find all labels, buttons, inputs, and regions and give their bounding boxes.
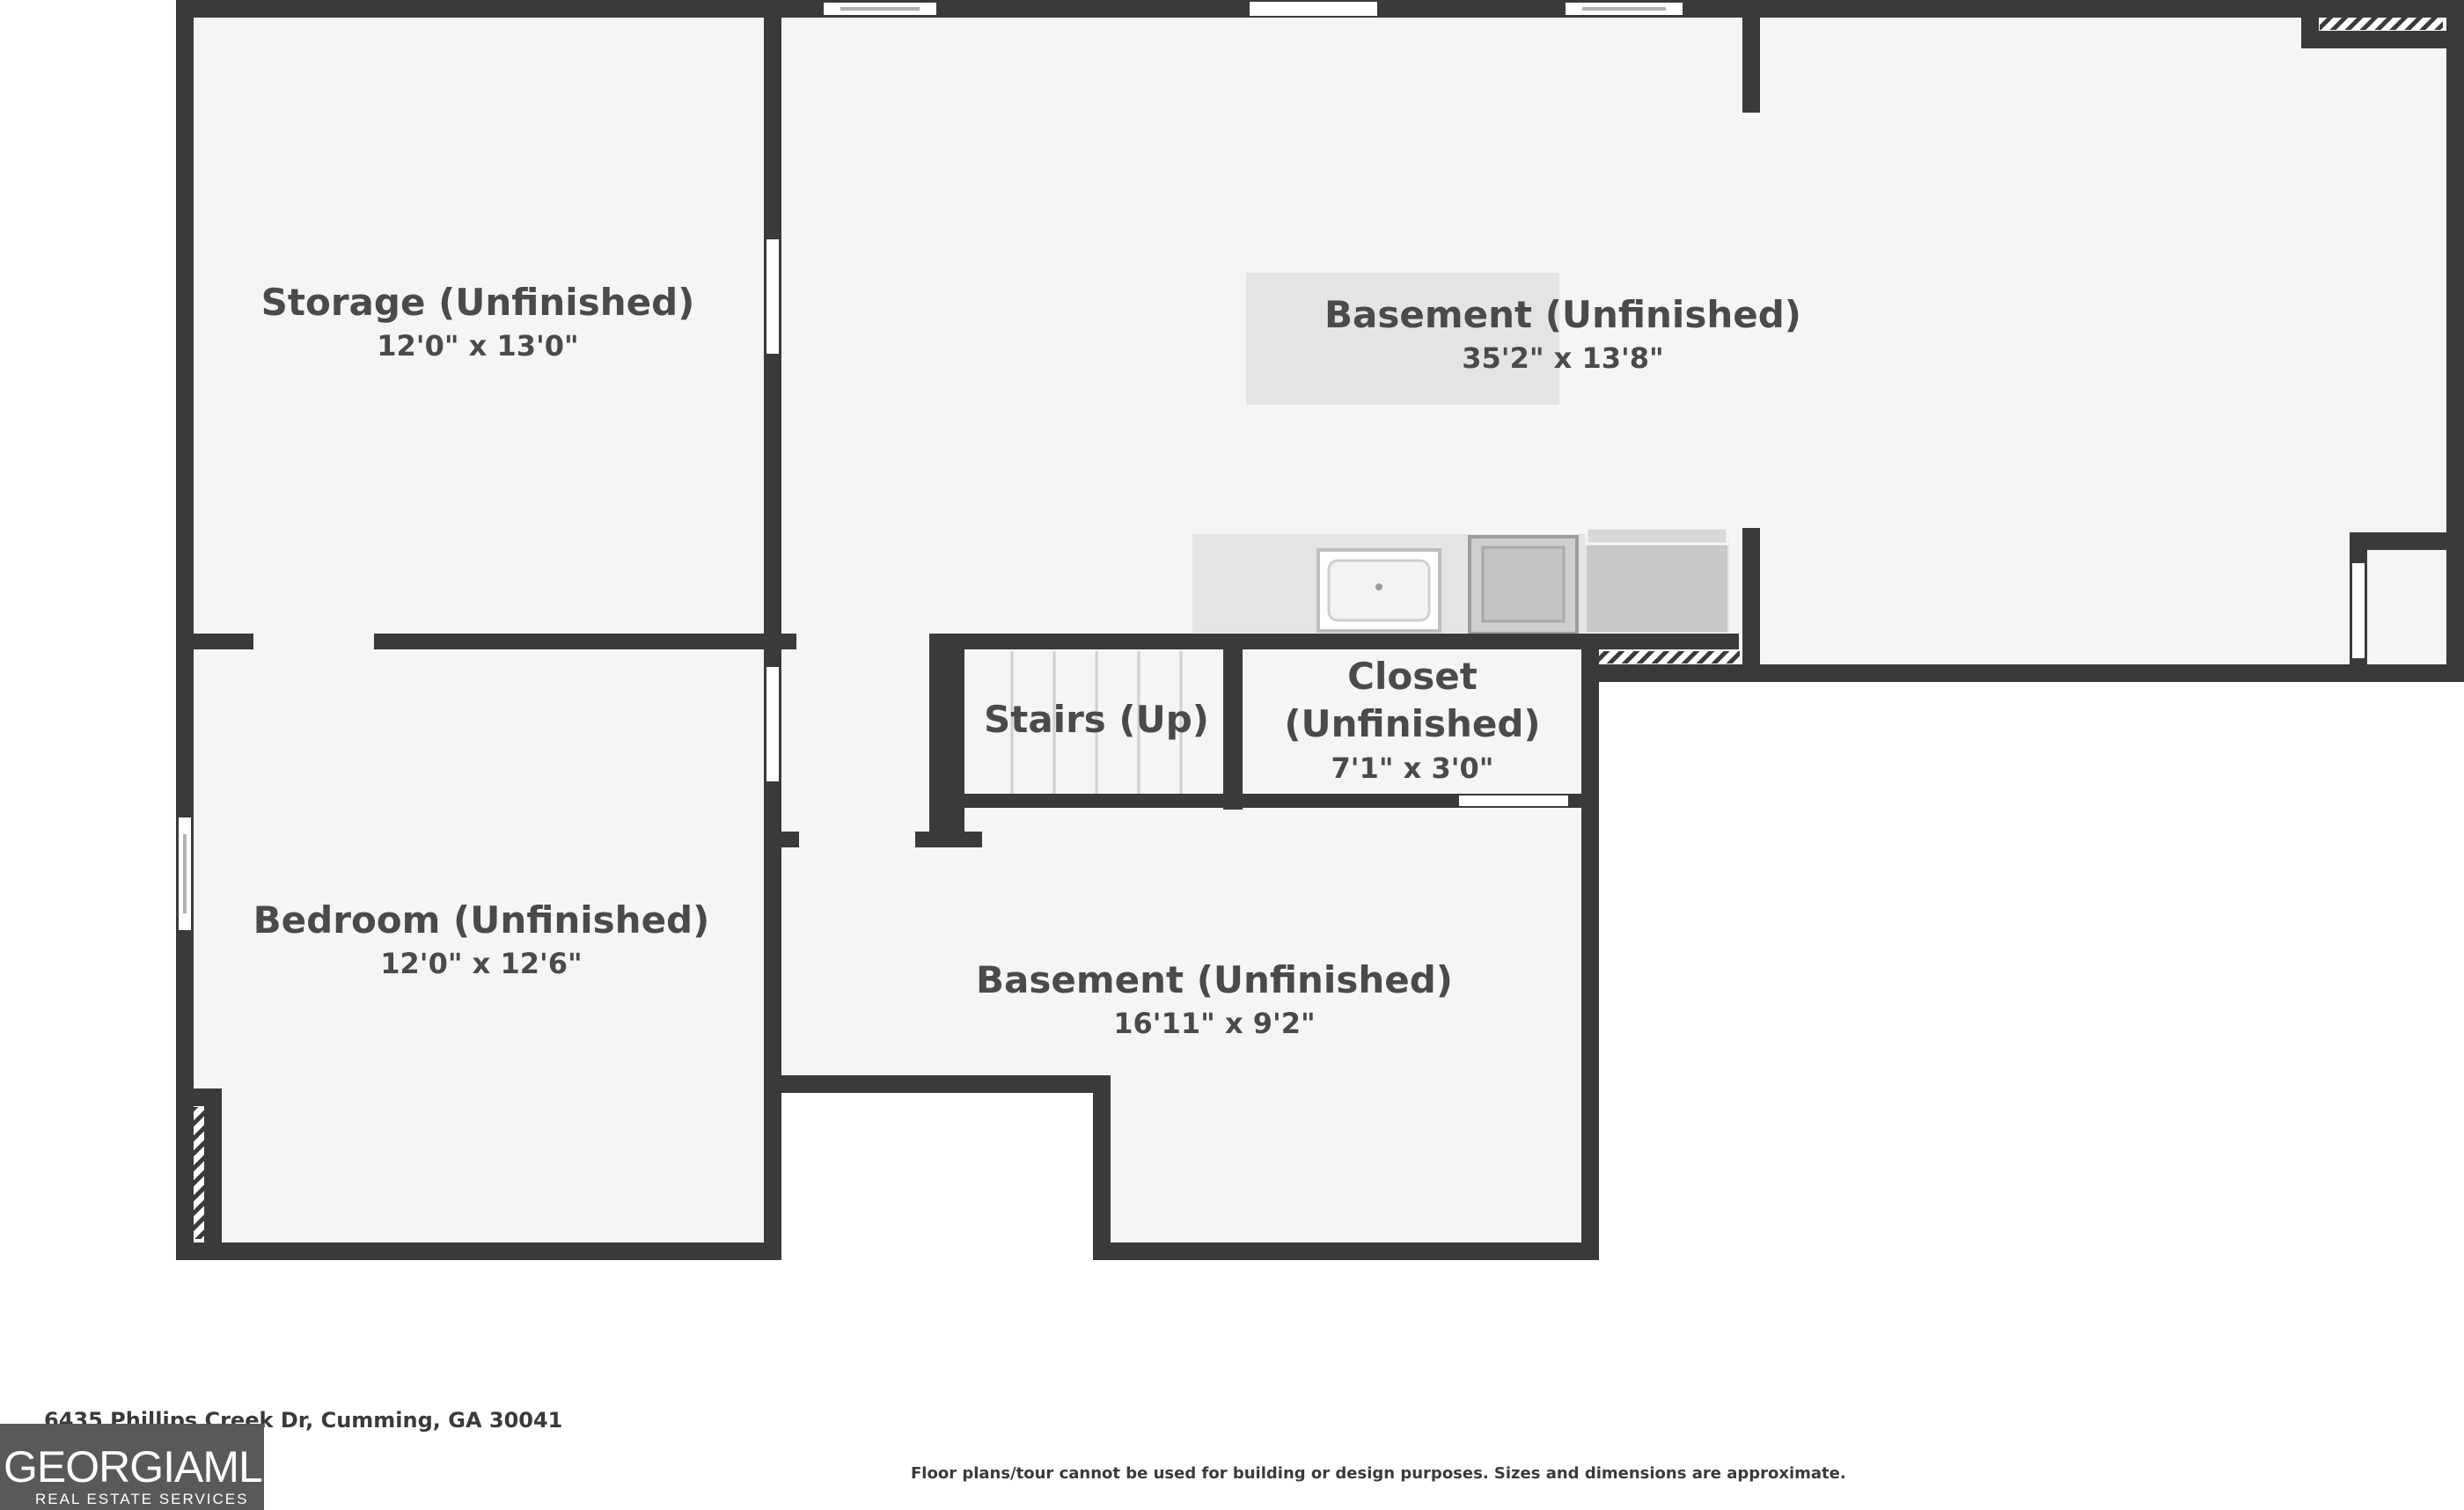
closet-name-line2: (Unfinished) xyxy=(1284,702,1540,745)
basement-main-name: Basement (Unfinished) xyxy=(1324,293,1801,336)
white-cutout-right xyxy=(1588,673,2464,1289)
basement-lower-name: Basement (Unfinished) xyxy=(976,958,1453,1001)
disclaimer-text: Floor plans/tour cannot be used for buil… xyxy=(911,1464,1846,1483)
half-walls xyxy=(194,18,2443,1239)
sink-drain xyxy=(1375,583,1382,590)
washer-inner xyxy=(1481,546,1566,623)
openings xyxy=(177,1,2365,932)
bedroom-dims: 12'0" x 12'6" xyxy=(380,947,582,980)
stair-treads xyxy=(1010,651,1183,794)
closet-dims: 7'1" x 3'0" xyxy=(1331,751,1494,785)
white-cutout xyxy=(774,1082,1102,1258)
logo-sub-text: REAL ESTATE SERVICES xyxy=(35,1491,249,1507)
fixtures xyxy=(1192,273,1729,635)
dryer xyxy=(1587,528,1727,632)
closet-name-line1: Closet xyxy=(1347,655,1478,698)
stairs-name: Stairs (Up) xyxy=(984,698,1209,741)
fixture-shelf xyxy=(1246,273,1559,405)
georgia-mls-logo: GEORGIAMLS REAL ESTATE SERVICES xyxy=(0,1424,264,1510)
storage-name: Storage (Unfinished) xyxy=(261,281,695,324)
dryer-top xyxy=(1585,526,1729,546)
storage-dims: 12'0" x 13'0" xyxy=(377,329,578,363)
logo-main-text: GEORGIAMLS xyxy=(4,1442,264,1492)
bedroom-name: Bedroom (Unfinished) xyxy=(253,898,710,942)
basement-main-dims: 35'2" x 13'8" xyxy=(1462,341,1663,375)
basement-lower-dims: 16'11" x 9'2" xyxy=(1113,1007,1315,1040)
